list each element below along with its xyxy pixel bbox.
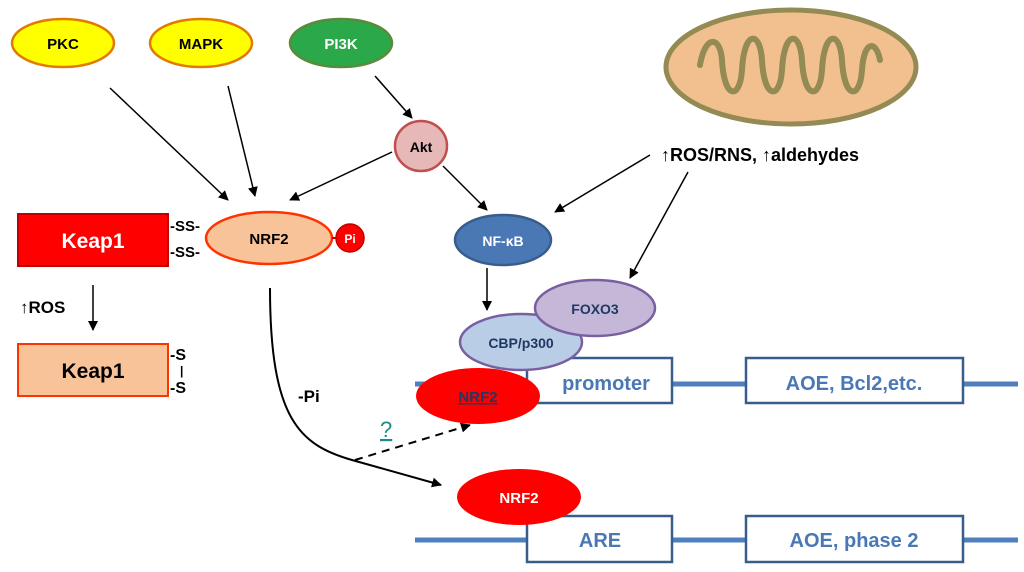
arrow-akt-nfkb [442, 165, 488, 211]
arrow-ros-nfkb [554, 154, 651, 213]
arrow-pkc-nrf2 [109, 87, 229, 201]
mapk-label: MAPK [179, 36, 223, 53]
keap1-bottom-label: Keap1 [61, 360, 124, 383]
arrow-nrf2-to-are [269, 287, 442, 488]
promoter-label: promoter [562, 373, 650, 395]
pkc-node [10, 17, 116, 69]
nfkb-label: NF-κB [482, 233, 523, 249]
nrf2-promoter-label: NRF2 [458, 389, 497, 406]
s-mid-label: | [180, 364, 183, 378]
nfkb-node [453, 213, 553, 267]
mapk-node [148, 17, 254, 69]
arrow-ros-foxo3 [629, 171, 689, 279]
arrow-akt-nrf2 [289, 151, 393, 201]
aoe-phase2-box [744, 514, 965, 564]
ss-top-label: -SS- [170, 218, 200, 235]
pkc-label: PKC [47, 36, 79, 53]
aoe-bcl2-label: AOE, Bcl2,etc. [786, 373, 923, 395]
s-top-label: -S [170, 347, 186, 364]
nrf2-bound-label: NRF2 [249, 231, 288, 248]
s-bottom-label: -S [170, 380, 186, 397]
arrow-question-dashed [354, 422, 471, 461]
keap1-box-bottom [17, 343, 169, 397]
are-label: ARE [579, 530, 621, 552]
keap1-box-top [17, 213, 169, 267]
nrf2-are-label: NRF2 [499, 490, 538, 507]
foxo3-label: FOXO3 [571, 301, 619, 317]
foxo3-node [533, 278, 657, 338]
nrf2-are-node [457, 469, 581, 525]
pi-node [335, 223, 365, 253]
mitochondrion-cristae [697, 35, 883, 95]
are-box [525, 514, 674, 564]
cbp-p300-label: CBP/p300 [488, 335, 554, 351]
keap1-top-label: Keap1 [61, 230, 124, 253]
aoe-bcl2-box [744, 356, 965, 405]
mitochondrion [663, 7, 919, 127]
arrow-pi3k-akt [374, 75, 413, 119]
ss-bottom-label: -SS- [170, 244, 200, 261]
dephos-label: -Pi [298, 387, 320, 406]
question-mark: ? [380, 417, 392, 442]
pi-label: Pi [344, 232, 355, 246]
ros-label: ↑ROS [20, 298, 65, 317]
pi3k-label: PI3K [324, 36, 358, 53]
akt-label: Akt [410, 139, 433, 155]
akt-node [393, 119, 449, 173]
nrf2-promoter-node [416, 368, 540, 424]
ros-rns-aldehydes-text: ↑ROS/RNS, ↑aldehydes [661, 145, 859, 165]
pi3k-node [288, 17, 394, 69]
aoe-phase2-label: AOE, phase 2 [790, 530, 919, 552]
arrow-mapk-nrf2 [227, 85, 258, 197]
